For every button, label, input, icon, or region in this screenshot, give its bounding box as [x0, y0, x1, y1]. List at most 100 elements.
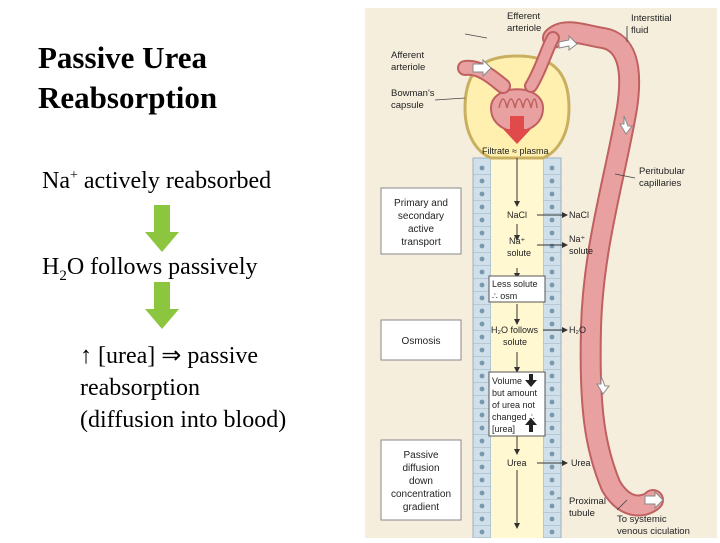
down-arrow-icon — [145, 205, 179, 252]
cell-nucleus — [549, 399, 555, 405]
result-line-2: reabsorption — [80, 375, 200, 401]
cell-nucleus — [479, 282, 485, 288]
cell-nucleus — [549, 269, 555, 275]
cell-nucleus — [549, 295, 555, 301]
cell-nucleus — [479, 347, 485, 353]
filtrate-arrow — [503, 116, 531, 144]
cell-nucleus — [549, 308, 555, 314]
box-primary-line-2: secondary — [398, 211, 444, 222]
cell-nucleus — [549, 516, 555, 522]
box-primary-transport: Primary and secondary active transport — [380, 187, 462, 255]
h2o-blood-label: H₂O — [569, 325, 586, 335]
box-primary-line-1: Primary and — [394, 198, 448, 209]
diagram-panel: Efferent arteriole Interstitial fluid Af… — [365, 8, 717, 539]
nephron-diagram: Efferent arteriole Interstitial fluid Af… — [380, 11, 690, 539]
less-solute-box: Less solute ∴ osm — [488, 275, 546, 303]
cell-nucleus — [549, 321, 555, 327]
title-line-2: Reabsorption — [38, 80, 218, 115]
leader-lines — [434, 33, 636, 511]
cell-nucleus — [549, 347, 555, 353]
h2o-text: O follows passively — [66, 254, 258, 280]
cell-nucleus — [479, 178, 485, 184]
cell-nucleus — [479, 321, 485, 327]
systemic-label-2: venous ciculation — [617, 526, 690, 537]
cell-nucleus — [549, 464, 555, 470]
box-passive-diffusion: Passive diffusion down concentration gra… — [380, 439, 462, 521]
na-symbol: Na — [42, 168, 70, 194]
cell-nucleus — [549, 334, 555, 340]
na-lumen-label-1: Na⁺ — [509, 236, 526, 246]
filtrate-label: Filtrate ≈ plasma — [482, 146, 548, 156]
volume-line-1: Volume — [492, 376, 522, 386]
volume-line-4: changed ∴ — [492, 412, 535, 422]
cell-nucleus — [479, 516, 485, 522]
cell-nucleus — [549, 451, 555, 457]
cell-nucleus — [479, 399, 485, 405]
transport-arrows — [537, 212, 568, 466]
peritubular-label-1: Peritubular — [639, 166, 685, 177]
h2o-subscript: 2 — [59, 267, 67, 284]
na-text: actively reabsorbed — [77, 168, 272, 194]
urea-blood-label: Urea — [571, 458, 591, 468]
box-passive-line-1: Passive — [403, 450, 438, 461]
less-solute-line-1: Less solute — [492, 279, 538, 289]
box-passive-line-2: diffusion — [402, 463, 439, 474]
afferent-label-2: arteriole — [391, 62, 425, 73]
box-primary-line-3: active — [408, 224, 435, 235]
result-line-3: (diffusion into blood) — [80, 407, 287, 433]
result-text: ↑ [urea] ⇒ passive reabsorption (diffusi… — [80, 340, 286, 436]
cell-nucleus — [549, 204, 555, 210]
cell-nucleus — [479, 373, 485, 379]
cell-nucleus — [479, 464, 485, 470]
cell-nucleus — [549, 386, 555, 392]
cell-nucleus — [549, 165, 555, 171]
box-passive-line-3: down — [409, 476, 433, 487]
na-lumen-label-2: solute — [507, 248, 531, 258]
cell-nucleus — [479, 438, 485, 444]
title-line-1: Passive Urea — [38, 40, 208, 75]
cell-nucleus — [549, 503, 555, 509]
efferent-label-2: arteriole — [507, 23, 541, 34]
volume-line-2: but amount — [492, 388, 538, 398]
systemic-label-1: To systemic — [617, 514, 667, 525]
box-osmosis: Osmosis — [380, 319, 462, 361]
proximal-label-1: Proximal — [569, 496, 606, 507]
cell-nucleus — [479, 360, 485, 366]
volume-line-5: [urea] — [492, 424, 515, 434]
cell-nucleus — [549, 425, 555, 431]
interstitial-label-2: fluid — [631, 25, 648, 36]
down-arrow-icon — [145, 282, 179, 329]
peritubular-label-2: capillaries — [639, 178, 681, 189]
cell-nucleus — [479, 217, 485, 223]
result-line-1: ↑ [urea] ⇒ passive — [80, 343, 259, 369]
proximal-label-2: tubule — [569, 508, 595, 519]
cell-nucleus — [549, 360, 555, 366]
cell-nucleus — [549, 191, 555, 197]
box-passive-line-5: gradient — [403, 502, 439, 513]
less-solute-line-2: ∴ osm — [492, 291, 517, 301]
cell-nucleus — [479, 191, 485, 197]
cell-nucleus — [479, 451, 485, 457]
step-na-reabsorbed: Na+ actively reabsorbed — [42, 168, 271, 195]
volume-box: Volume but amount of urea not changed ∴ … — [488, 371, 546, 437]
nacl-blood-label: NaCl — [569, 210, 589, 220]
cell-nucleus — [549, 178, 555, 184]
h2o-follows-label-2: solute — [503, 337, 527, 347]
cell-nucleus — [549, 373, 555, 379]
down-arrow-icon — [525, 374, 537, 387]
cell-nucleus — [479, 165, 485, 171]
cell-nucleus — [549, 256, 555, 262]
cell-nucleus — [479, 256, 485, 262]
na-charge: + — [69, 168, 78, 183]
nacl-lumen-label: NaCl — [507, 210, 527, 220]
cell-nucleus — [549, 282, 555, 288]
cell-nucleus — [479, 295, 485, 301]
h-symbol: H — [42, 254, 60, 280]
urea-lumen-label: Urea — [507, 458, 527, 468]
cell-nucleus — [479, 386, 485, 392]
cell-nucleus — [549, 490, 555, 496]
cell-nucleus — [549, 412, 555, 418]
box-osmosis-text: Osmosis — [402, 336, 441, 347]
up-arrow-icon — [525, 418, 537, 432]
cell-nucleus — [479, 243, 485, 249]
